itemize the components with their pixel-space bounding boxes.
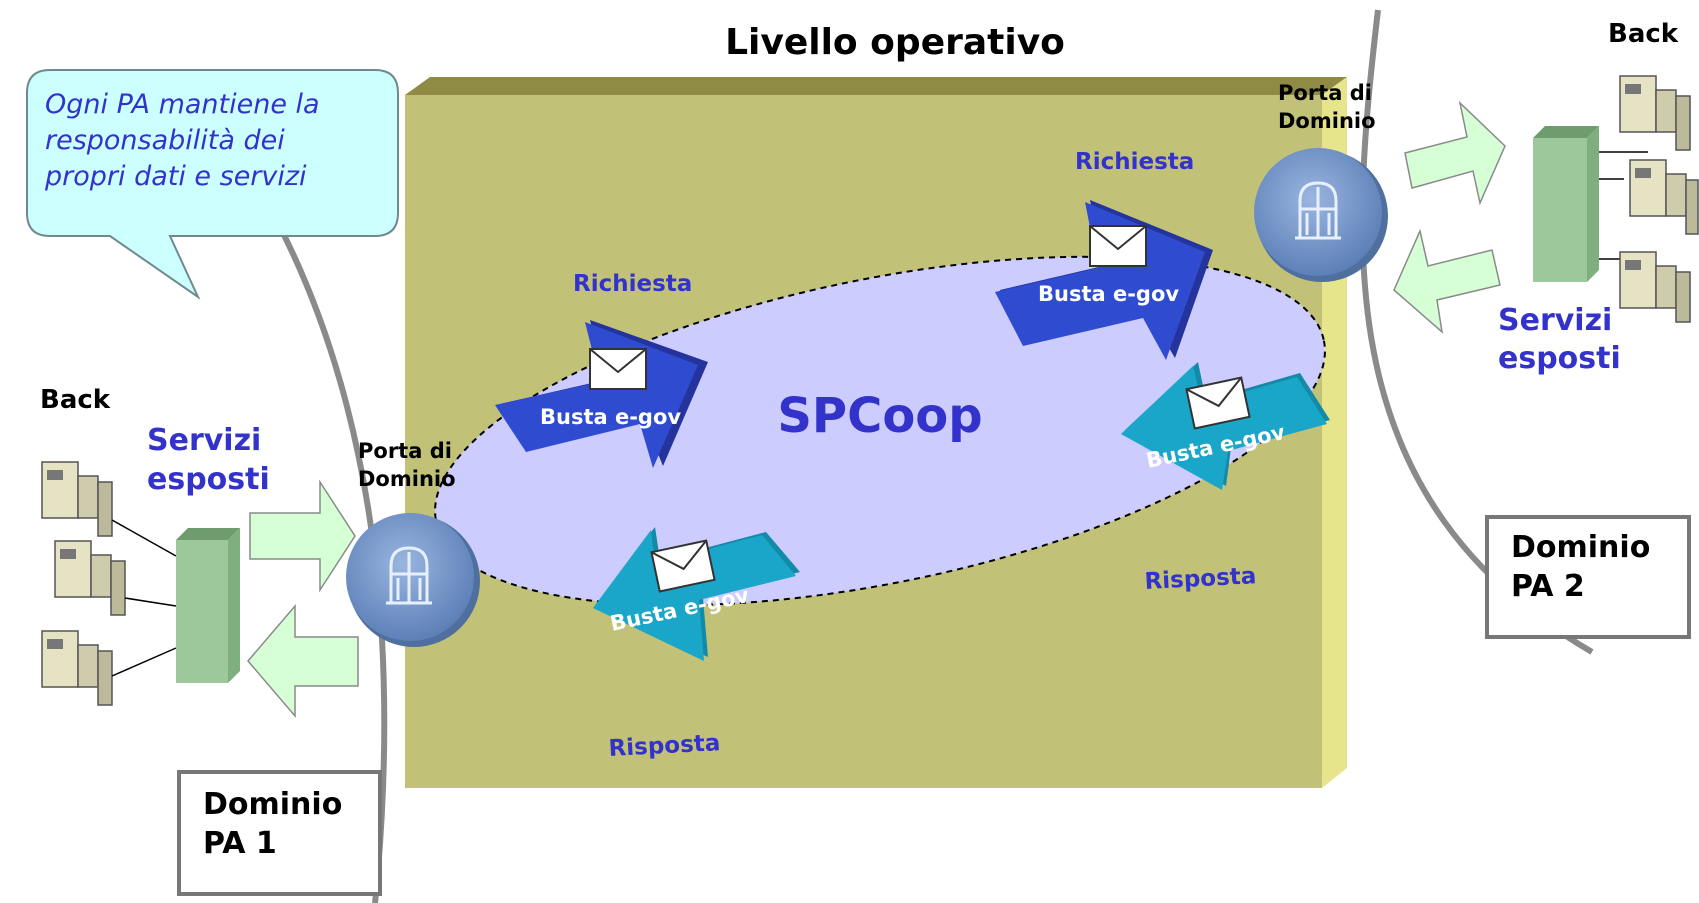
domain-pa1-label-1: Dominio bbox=[203, 787, 342, 822]
door-icon bbox=[386, 546, 432, 605]
response-label-left: Risposta bbox=[608, 730, 721, 762]
service-arrow-out-right bbox=[1404, 100, 1506, 206]
service-arrow-in-right bbox=[1393, 228, 1501, 334]
envelope-label: Busta e-gov bbox=[540, 405, 681, 429]
request-label-left: Richiesta bbox=[573, 271, 692, 297]
envelope-icon bbox=[1185, 376, 1251, 430]
callout-line-1: Ogni PA mantiene la bbox=[45, 89, 320, 120]
services-left-label-2: esposti bbox=[147, 462, 270, 497]
server-icon bbox=[1619, 251, 1691, 323]
spcoop-network-ellipse bbox=[434, 255, 1326, 607]
server-icon bbox=[1619, 75, 1691, 151]
domain-box-pa1 bbox=[177, 770, 382, 896]
domain-pa2-label-1: Dominio bbox=[1511, 530, 1650, 565]
gateway-right-label-1: Porta di bbox=[1278, 81, 1372, 105]
envelope-icon bbox=[589, 348, 647, 390]
server-icon bbox=[41, 461, 113, 537]
response-label-right: Risposta bbox=[1144, 563, 1257, 595]
envelope-icon bbox=[1089, 225, 1147, 267]
responsibility-callout bbox=[26, 69, 399, 300]
callout-line-3: propri dati e servizi bbox=[44, 161, 307, 192]
callout-line-2: responsabilità dei bbox=[45, 125, 285, 156]
request-label-right: Richiesta bbox=[1075, 149, 1194, 175]
door-icon bbox=[1295, 181, 1341, 240]
services-right-label-1: Servizi bbox=[1498, 303, 1612, 338]
request-arrow-right bbox=[995, 200, 1213, 360]
gateway-left-label-2: Dominio bbox=[358, 467, 456, 491]
response-arrow-right bbox=[1121, 362, 1330, 490]
envelope-label: Busta e-gov bbox=[1038, 282, 1179, 306]
response-arrow-left bbox=[593, 527, 800, 661]
connector-lines-left bbox=[111, 519, 177, 677]
server-icon bbox=[54, 540, 126, 616]
domain-gateway-left bbox=[346, 513, 480, 647]
page-title: Livello operativo bbox=[725, 22, 1065, 63]
spcoop-label: SPCoop bbox=[777, 388, 982, 444]
server-icon bbox=[1629, 159, 1699, 235]
services-left-label-1: Servizi bbox=[147, 423, 261, 458]
domain-pa2-label-2: PA 2 bbox=[1511, 569, 1585, 604]
services-right-label-2: esposti bbox=[1498, 341, 1621, 376]
request-arrow-left bbox=[495, 320, 708, 468]
back-label-right: Back bbox=[1608, 19, 1679, 49]
domain-pa1-label-2: PA 1 bbox=[203, 826, 277, 861]
service-arrow-in-left bbox=[247, 603, 359, 719]
service-arrow-out-left bbox=[249, 479, 356, 593]
envelope-icon bbox=[650, 539, 716, 593]
services-block-left bbox=[176, 528, 240, 683]
back-label-left: Back bbox=[40, 385, 111, 415]
domain-gateway-right bbox=[1254, 148, 1388, 282]
services-block-right bbox=[1533, 126, 1599, 282]
gateway-right-label-2: Dominio bbox=[1278, 109, 1376, 133]
server-icon bbox=[41, 630, 113, 706]
gateway-left-label-1: Porta di bbox=[358, 439, 452, 463]
domain-box-pa2 bbox=[1485, 515, 1691, 639]
